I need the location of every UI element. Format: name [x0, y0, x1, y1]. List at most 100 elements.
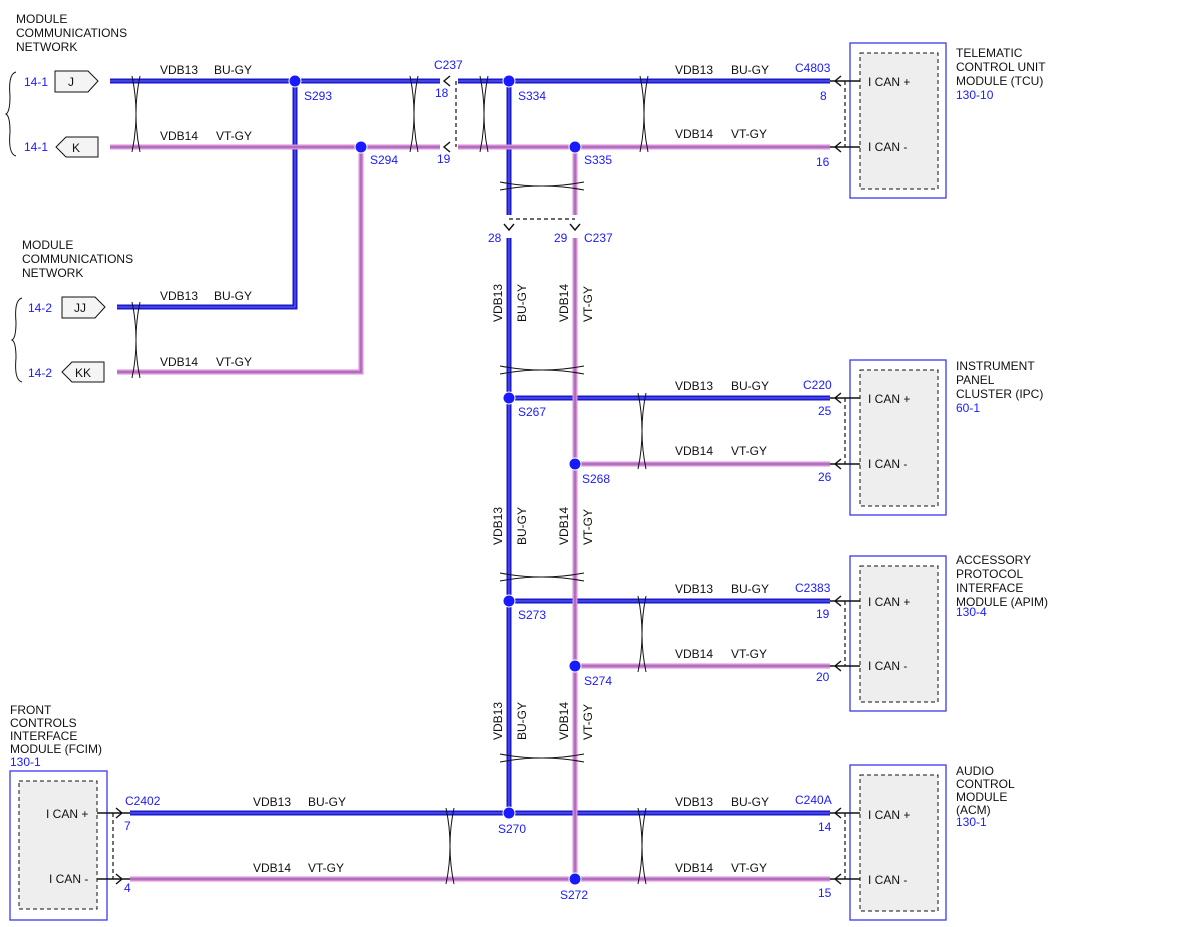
wire-labels: VDB13 BU-GY VDB14 VT-GY VDB13 BU-GY VDB1…: [160, 63, 769, 875]
fcim-connector: C2402: [125, 794, 161, 808]
module-apim: I CAN + I CAN - C2383 19 20 ACCESSORY PR…: [795, 553, 1048, 712]
apim-title-line-1: ACCESSORY: [956, 553, 1031, 567]
wire-label-color: BU-GY: [515, 507, 529, 545]
c237-pin-19: 19: [437, 152, 451, 166]
fcim-pin-lo: 4: [124, 881, 131, 895]
acm-connector: C240A: [795, 793, 832, 807]
network-top: MODULE COMMUNICATIONS NETWORK 14-1 J 14-…: [4, 12, 127, 158]
wire-label-color: VT-GY: [581, 286, 595, 322]
network-title-line-2: COMMUNICATIONS: [16, 26, 127, 40]
acm-pin-lo: 15: [818, 886, 832, 900]
splice-s268-icon: [568, 457, 582, 471]
conn-j-pin: J: [68, 75, 74, 89]
wire-label-color: BU-GY: [515, 284, 529, 322]
fcim-title-line-3: INTERFACE: [10, 729, 77, 743]
module-tcu-inner: [859, 52, 939, 190]
connector-k-icon: [55, 136, 99, 158]
splice-s293-label: S293: [304, 89, 332, 103]
wire-label-circuit: VDB14: [557, 702, 571, 740]
c237-label: C237: [434, 58, 463, 72]
tcu-pin-hi: 8: [820, 89, 827, 103]
wire-label-color: BU-GY: [731, 582, 769, 596]
tcu-title-line-2: CONTROL UNIT: [956, 60, 1046, 74]
wire-vdb13-s293-jj: [117, 81, 298, 310]
acm-can-high-label: I CAN +: [868, 808, 910, 822]
inline-connector-c237-lower: 28 29 C237: [488, 218, 613, 245]
ipc-ref: 60-1: [956, 401, 980, 415]
fcim-can-low-label: I CAN -: [49, 872, 88, 886]
tcu-connector: C4803: [795, 61, 831, 75]
wire-label-circuit: VDB14: [675, 861, 713, 875]
apim-pin-hi: 19: [816, 607, 830, 621]
ipc-pin-hi: 25: [818, 404, 832, 418]
splice-s267-icon: [502, 391, 516, 405]
wire-label-color: BU-GY: [214, 289, 252, 303]
tcu-title-line-3: MODULE (TCU): [956, 74, 1043, 88]
wire-label-color: VT-GY: [731, 127, 767, 141]
acm-title-line-3: MODULE: [956, 790, 1007, 804]
ipc-can-high-label: I CAN +: [868, 392, 910, 406]
acm-ref: 130-1: [956, 815, 987, 829]
ipc-title-line-2: PANEL: [956, 373, 995, 387]
apim-title-line-3: INTERFACE: [956, 581, 1023, 595]
apim-can-high-label: I CAN +: [868, 595, 910, 609]
fcim-title-line-2: CONTROLS: [10, 716, 77, 730]
conn-jj-pin: JJ: [74, 301, 86, 315]
apim-pin-lo: 20: [816, 670, 830, 684]
wire-label-color: BU-GY: [731, 795, 769, 809]
apim-title-line-2: PROTOCOL: [956, 567, 1023, 581]
ipc-can-low-label: I CAN -: [868, 457, 907, 471]
wire-label-color: BU-GY: [731, 63, 769, 77]
network-title-line-3: NETWORK: [16, 40, 77, 54]
wire-label-circuit: VDB14: [675, 444, 713, 458]
can-high-wires: [110, 78, 830, 816]
acm-pin-hi: 14: [818, 820, 832, 834]
apim-title-line-4: MODULE (APIM): [956, 595, 1048, 609]
c237-lower-label: C237: [584, 231, 613, 245]
splice-s334-icon: [502, 74, 516, 88]
fcim-title-line-1: FRONT: [10, 703, 52, 717]
wire-label-circuit: VDB14: [675, 647, 713, 661]
fcim-title-line-4: MODULE (FCIM): [10, 742, 102, 756]
can-low-wires: [110, 144, 830, 882]
splices: S293 S294 S334 S335 S267 S268 S273 S274 …: [288, 74, 612, 902]
wire-label-color: VT-GY: [308, 861, 344, 875]
splice-s293-icon: [288, 74, 302, 88]
splice-s294-label: S294: [370, 153, 398, 167]
network-mid-title-line-1: MODULE: [22, 238, 73, 252]
c237-pin-29: 29: [554, 231, 568, 245]
tcu-can-high-label: I CAN +: [868, 75, 910, 89]
splice-s270-label: S270: [498, 822, 526, 836]
conn-k-pin: K: [72, 141, 80, 155]
acm-title-line-2: CONTROL: [956, 777, 1015, 791]
network-mid: MODULE COMMUNICATIONS NETWORK 14-2 JJ 14…: [10, 238, 133, 383]
splice-s274-icon: [568, 659, 582, 673]
wire-label-circuit: VDB13: [675, 379, 713, 393]
ipc-title-line-3: CLUSTER (IPC): [956, 387, 1043, 401]
splice-s274-label: S274: [584, 674, 612, 688]
wire-label-circuit: VDB13: [160, 63, 198, 77]
network-title-line-1: MODULE: [16, 12, 67, 26]
module-apim-inner: [859, 565, 939, 703]
wire-label-color: VT-GY: [731, 861, 767, 875]
module-fcim-inner: [18, 780, 98, 910]
acm-title-line-4: (ACM): [956, 803, 991, 817]
wire-label-color: VT-GY: [216, 129, 252, 143]
ipc-pin-lo: 26: [818, 470, 832, 484]
fcim-pin-hi: 7: [124, 819, 131, 833]
module-fcim: I CAN + I CAN - C2402 7 4 FRONT CONTROLS…: [9, 703, 161, 921]
wire-label-circuit: VDB14: [160, 129, 198, 143]
conn-kk-pin: KK: [75, 366, 91, 380]
apim-ref: 130-4: [956, 605, 987, 619]
wire-label-color: VT-GY: [731, 647, 767, 661]
wire-label-circuit: VDB14: [160, 355, 198, 369]
splice-s273-label: S273: [518, 608, 546, 622]
splice-s335-icon: [568, 140, 582, 154]
wire-label-color: BU-GY: [515, 702, 529, 740]
wire-label-circuit: VDB14: [557, 507, 571, 545]
module-ipc-inner: [859, 369, 939, 507]
wire-label-color: BU-GY: [308, 795, 346, 809]
apim-connector: C2383: [795, 581, 831, 595]
brace-icon: [10, 297, 23, 383]
